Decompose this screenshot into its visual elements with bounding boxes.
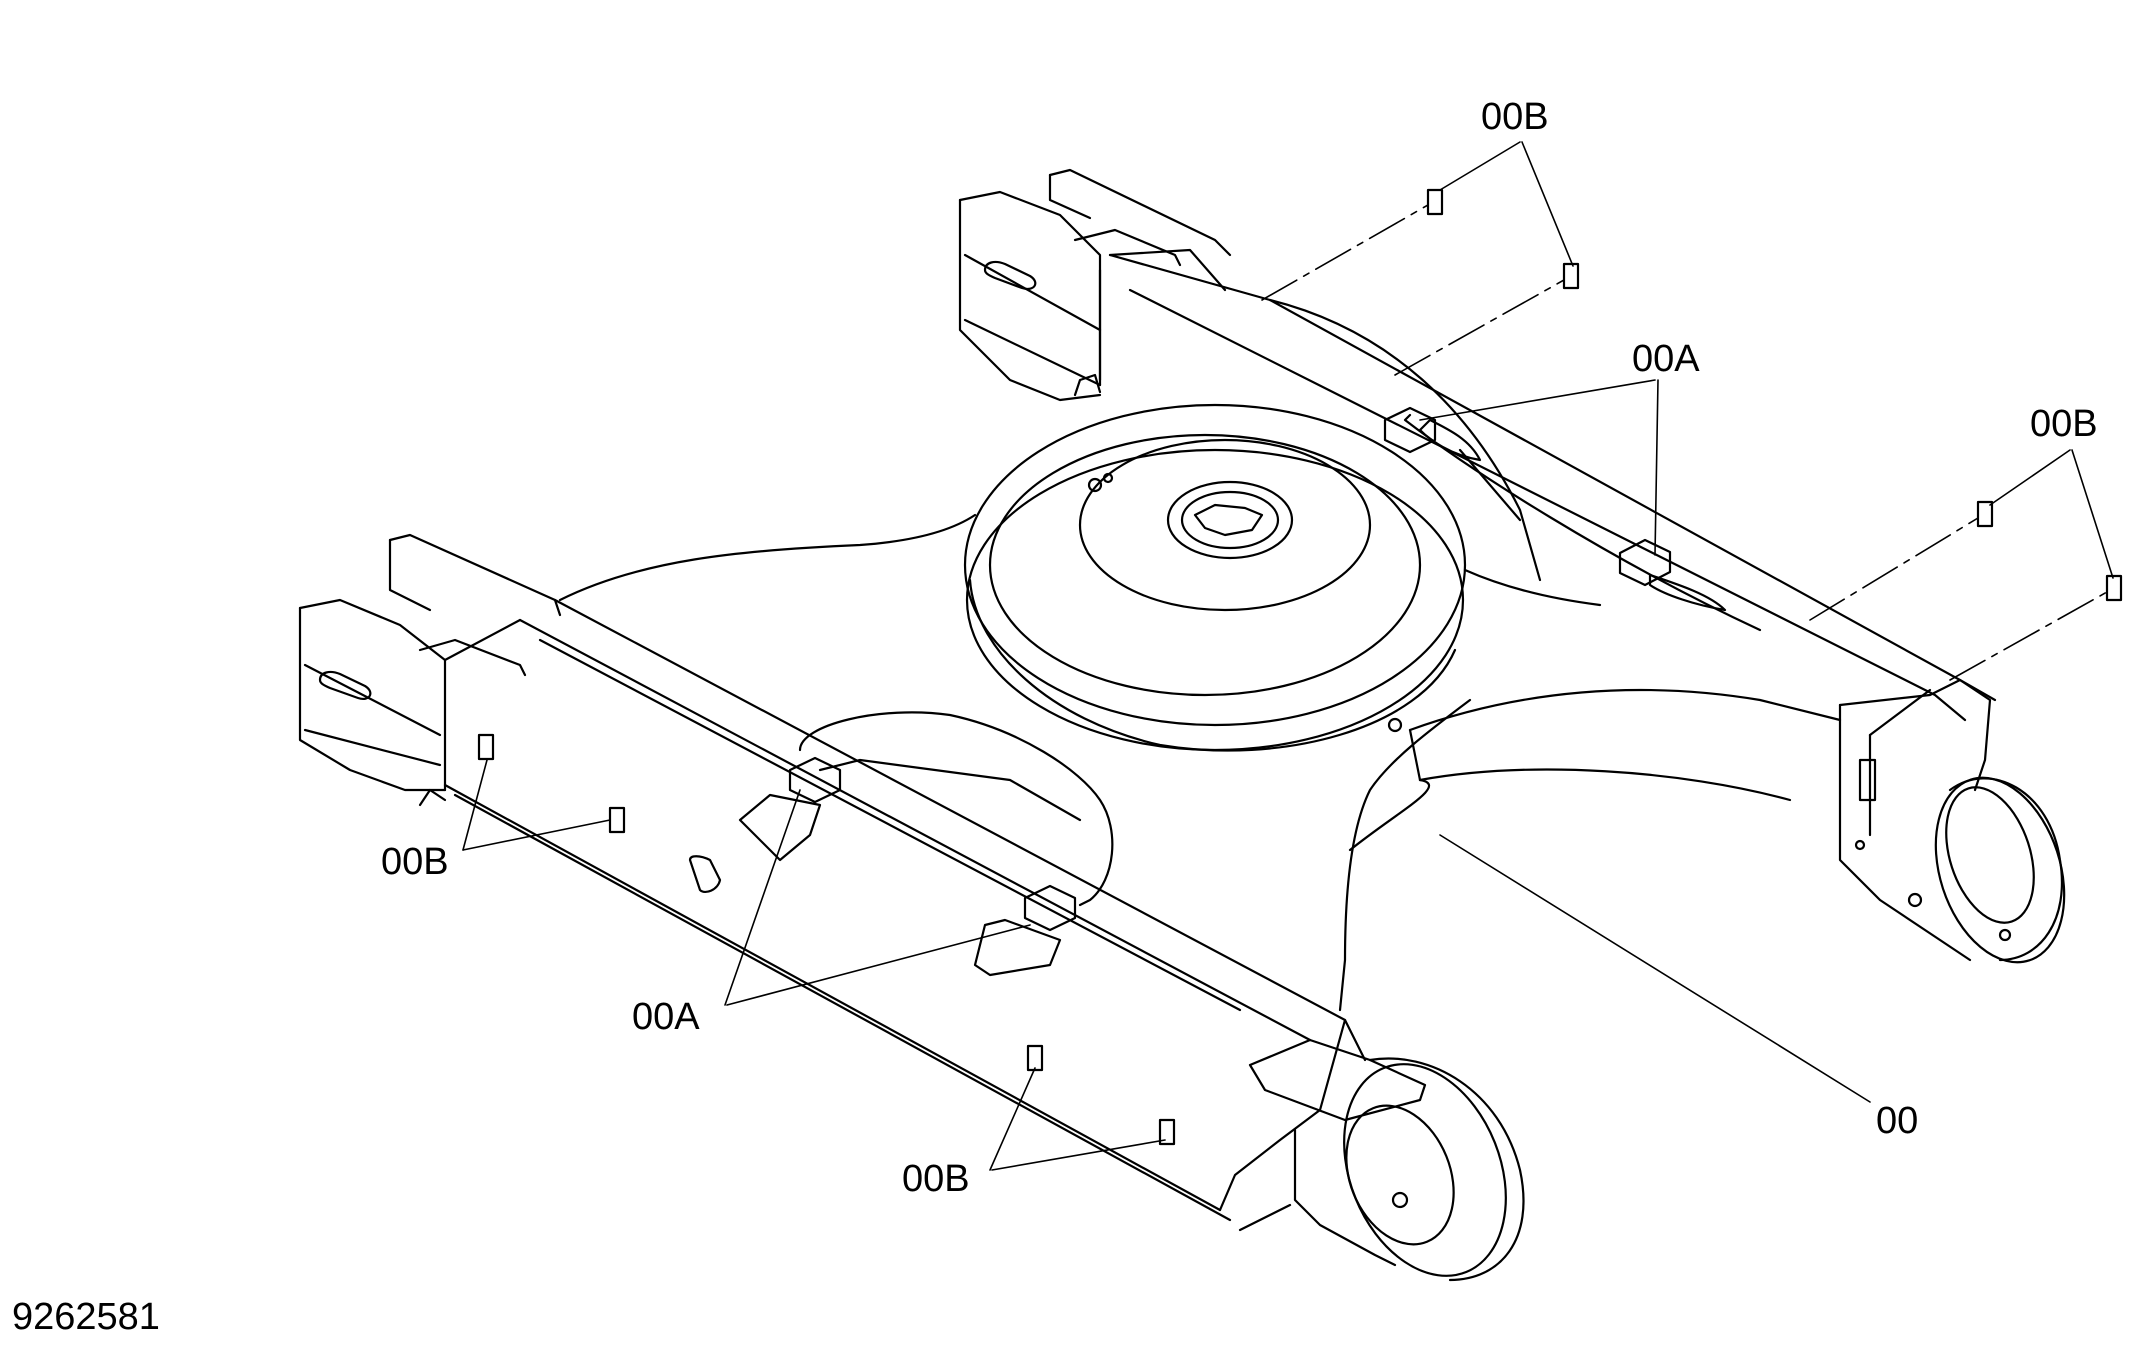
plate-00b-1 <box>1426 188 1444 216</box>
plate-00a-right-1 <box>1383 406 1437 454</box>
drawing-number: 9262581 <box>12 1296 160 1338</box>
left-side-frame <box>298 533 1525 1282</box>
plate-00b-6 <box>608 806 626 834</box>
plate-00a-left-2 <box>1023 884 1077 932</box>
callout-00b-left: 00B <box>381 841 449 883</box>
callout-00b-bottom: 00B <box>902 1158 970 1200</box>
callout-00b-top: 00B <box>1481 96 1549 138</box>
plate-00a-left-1 <box>788 756 842 804</box>
callout-00b-right: 00B <box>2030 403 2098 445</box>
callout-00-main: 00 <box>1876 1100 1919 1142</box>
right-side-frame <box>958 168 2066 964</box>
plate-00b-4 <box>2105 574 2123 602</box>
wear-plates <box>477 188 2123 1146</box>
callout-00a-top: 00A <box>1632 338 1700 380</box>
plate-00a-right-2 <box>1618 538 1672 587</box>
plate-00b-8 <box>1158 1118 1176 1146</box>
leader-lines <box>462 141 2114 1171</box>
centre-body <box>558 403 1842 1012</box>
plate-00b-5 <box>477 733 495 761</box>
plate-00b-7 <box>1026 1044 1044 1072</box>
plate-00b-2 <box>1562 262 1580 290</box>
plate-00b-3 <box>1976 500 1994 528</box>
callout-00a-bottom: 00A <box>632 996 700 1038</box>
